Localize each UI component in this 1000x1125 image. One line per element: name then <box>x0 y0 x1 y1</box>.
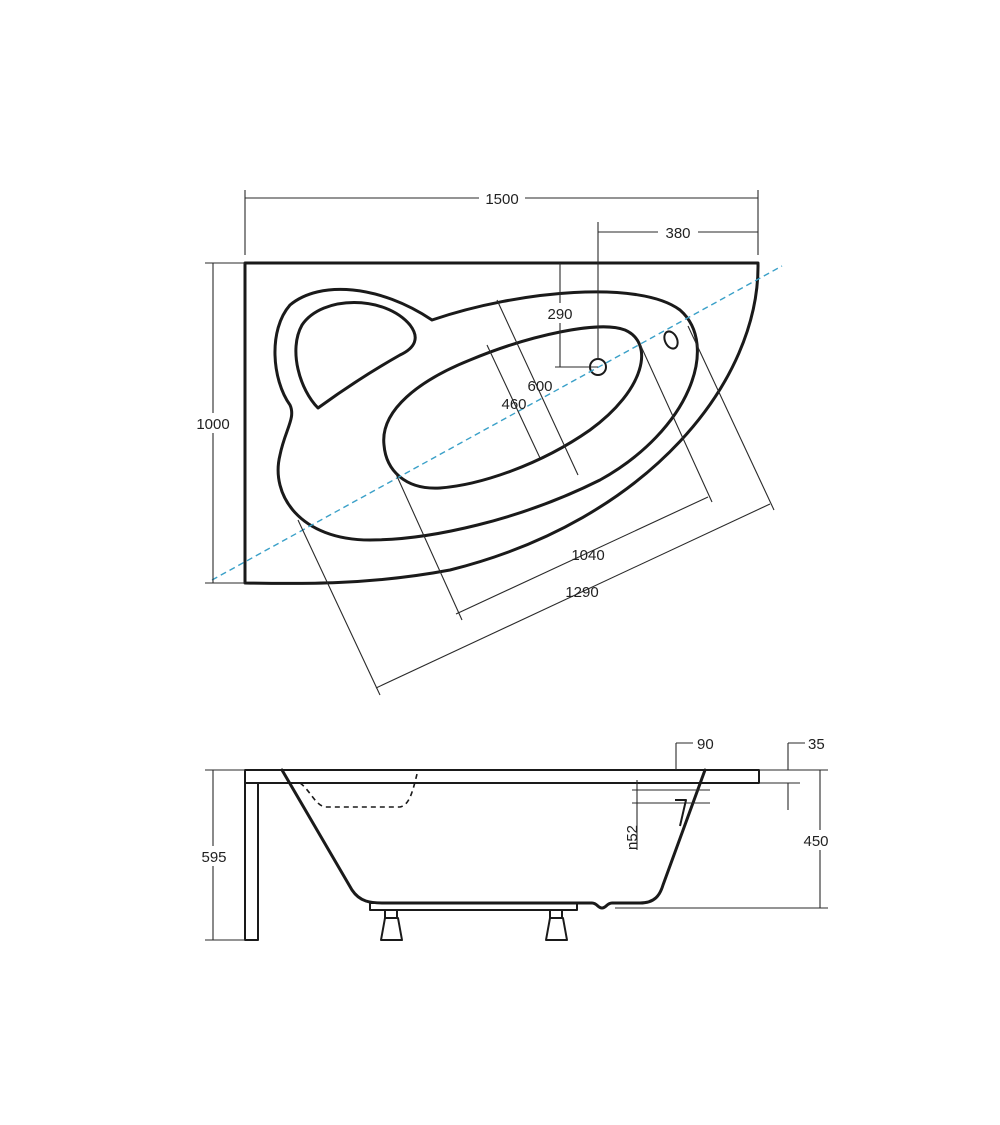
dim-label-35: 35 <box>808 736 825 753</box>
tub-body-outline <box>280 768 707 910</box>
dim-label-595: 595 <box>201 849 226 866</box>
dim-label-1000: 1000 <box>196 416 229 433</box>
dim-label-450: 450 <box>803 833 828 850</box>
headrest-dashed <box>299 769 419 808</box>
foot-left <box>380 909 403 941</box>
dim-label-600: 600 <box>527 378 552 395</box>
dim-inner-width-inner: 460 <box>486 344 541 459</box>
basin-outer-outline <box>273 287 699 542</box>
tub-outer-outline <box>243 261 760 585</box>
base-rail <box>369 902 578 911</box>
dim-outer-length: 1290 <box>297 325 775 696</box>
dim-label-380: 380 <box>665 225 690 242</box>
headrest-outline <box>294 301 417 410</box>
dim-tub-depth: 450 <box>615 770 840 909</box>
side-view: n52 595 90 35 <box>195 736 840 941</box>
dim-label-1040: 1040 <box>571 547 604 564</box>
overflow-outline <box>663 330 679 350</box>
front-panel <box>244 782 259 941</box>
dim-label-1290: 1290 <box>565 584 598 601</box>
dim-height-total: 1000 <box>192 262 245 584</box>
dim-width-total: 1500 <box>244 188 759 255</box>
diagonal-axis <box>211 265 783 581</box>
basin-bottom-outline <box>382 325 644 490</box>
dim-label-290: 290 <box>547 306 572 323</box>
dim-drain-offset: 380 <box>597 222 758 360</box>
dim-label-n52: n52 <box>624 825 641 850</box>
dim-label-1500: 1500 <box>485 191 518 208</box>
dim-drain-depth: 290 <box>540 263 598 368</box>
top-view: 1500 380 1000 290 600 <box>192 188 783 696</box>
overflow-detail: n52 <box>624 780 710 850</box>
dim-inner-length: 1040 <box>395 343 713 621</box>
rim-plate <box>244 769 760 784</box>
dim-label-90: 90 <box>697 736 714 753</box>
dim-rim-width: 90 <box>675 736 714 770</box>
dim-inner-width-outer: 600 <box>496 299 579 476</box>
dim-total-height: 595 <box>195 769 245 941</box>
dim-label-460: 460 <box>501 396 526 413</box>
foot-right <box>545 909 568 941</box>
dim-rim-thickness: 35 <box>760 736 828 810</box>
